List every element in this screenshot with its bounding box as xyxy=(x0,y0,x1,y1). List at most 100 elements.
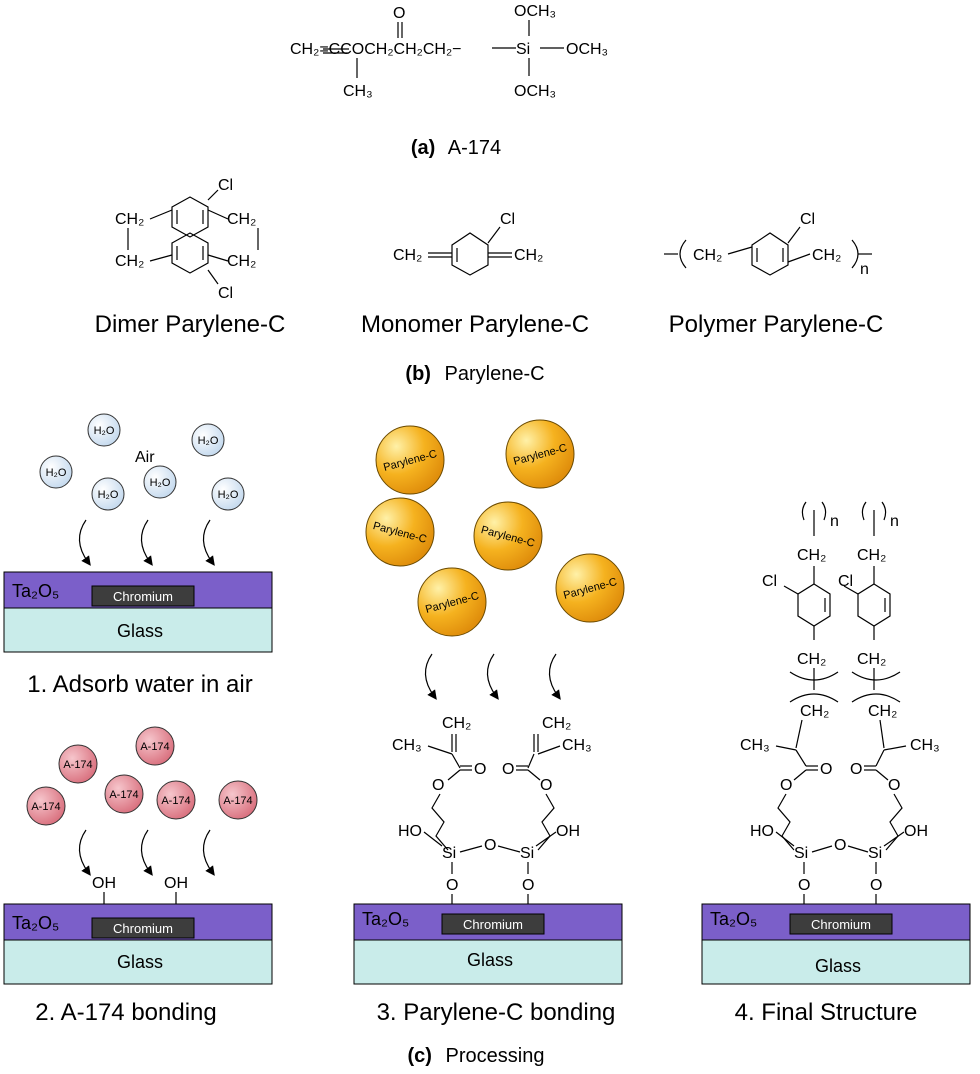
arrow-down-icon xyxy=(78,519,91,566)
a174-carbonyl-o: O xyxy=(393,5,405,22)
dimer-ch2-tl: CH₂ xyxy=(115,211,144,228)
vinyl-ch2: CH₂ xyxy=(542,715,571,732)
anchor-o: O xyxy=(870,877,882,894)
step1-panel: H₂O H₂O H₂O H₂O H₂O H₂O Air Ta₂O₅ Chromi… xyxy=(3,413,273,698)
a174-chain: CH₂=CCOCH₂CH₂CH₂− xyxy=(290,41,462,58)
methyl-ch3: CH₃ xyxy=(740,737,770,754)
parylene-molecules: Parylene-C Parylene-C Parylene-C Parylen… xyxy=(365,419,625,637)
dimer-cl-top: Cl xyxy=(218,177,233,194)
anchor-o: O xyxy=(446,877,458,894)
a174-molecule: A-174 xyxy=(161,795,190,807)
step4-panel: n n CH₂ CH₂ Cl Cl CH₂ CH₂ xyxy=(701,501,971,1026)
chlorine: Cl xyxy=(762,573,777,590)
dimer-structure: CH₂ CH₂ CH₂ CH₂ Cl Cl xyxy=(115,177,259,302)
a174-molecule: A-174 xyxy=(140,741,169,753)
bridge-o: O xyxy=(484,837,496,854)
caption-c: (c) Processing xyxy=(408,1045,545,1067)
a174-molecule: A-174 xyxy=(223,795,252,807)
monomer-structure: CH₂ CH₂ Cl xyxy=(393,211,543,276)
polymer-cl: Cl xyxy=(800,211,815,228)
arrow-down-icon xyxy=(424,653,437,700)
vinyl-ch2: CH₂ xyxy=(442,715,471,732)
ch2-link: CH₂ xyxy=(800,703,829,720)
polymer-n: n xyxy=(860,261,869,278)
water-molecule: H₂O xyxy=(150,477,171,489)
chromium-label: Chromium xyxy=(463,917,523,932)
arrow-down-icon xyxy=(486,653,499,700)
a174-molecule: A-174 xyxy=(63,759,92,771)
polymer-label: Polymer Parylene-C xyxy=(669,311,884,338)
hydroxyl: OH xyxy=(556,823,580,840)
a174-och3-bottom: OCH₃ xyxy=(514,83,556,100)
chlorine: Cl xyxy=(838,573,853,590)
carbonyl-o: O xyxy=(850,761,862,778)
ch2-top: CH₂ xyxy=(857,547,886,564)
dimer-ch2-br: CH₂ xyxy=(227,253,256,270)
water-molecule: H₂O xyxy=(198,435,219,447)
methyl-ch3: CH₃ xyxy=(392,737,422,754)
ester-o: O xyxy=(432,777,444,794)
si-atom: Si xyxy=(520,845,534,862)
anchor-o: O xyxy=(798,877,810,894)
methyl-ch3: CH₃ xyxy=(910,737,940,754)
monomer-cl: Cl xyxy=(500,211,515,228)
monomer-label: Monomer Parylene-C xyxy=(361,311,589,338)
hydroxyl: HO xyxy=(750,823,774,840)
dimer-label: Dimer Parylene-C xyxy=(95,311,286,338)
ch2-bottom: CH₂ xyxy=(857,651,886,668)
arrow-down-icon xyxy=(140,519,153,566)
step4-label: 4. Final Structure xyxy=(735,999,918,1026)
repeat-n: n xyxy=(890,513,899,530)
ch2-top: CH₂ xyxy=(797,547,826,564)
repeat-n: n xyxy=(830,513,839,530)
ch2-bottom: CH₂ xyxy=(797,651,826,668)
arrow-down-icon xyxy=(140,829,153,876)
hydroxyl: OH xyxy=(904,823,928,840)
methyl-ch3: CH₃ xyxy=(562,737,592,754)
polymer-ch2-left: CH₂ xyxy=(693,247,722,264)
ester-o: O xyxy=(540,777,552,794)
arrow-down-icon xyxy=(202,829,215,876)
ester-o: O xyxy=(780,777,792,794)
glass-label: Glass xyxy=(815,956,861,976)
chromium-label: Chromium xyxy=(811,917,871,932)
water-molecule: H₂O xyxy=(94,425,115,437)
chromium-label: Chromium xyxy=(113,921,173,936)
oxide-label: Ta₂O₅ xyxy=(12,913,59,933)
air-label: Air xyxy=(135,449,155,466)
dimer-ch2-bl: CH₂ xyxy=(115,253,144,270)
step2-panel: A-174 A-174 A-174 A-174 A-174 A-174 OH O… xyxy=(3,726,273,1026)
step3-label: 3. Parylene-C bonding xyxy=(377,999,616,1026)
monomer-ch2-left: CH₂ xyxy=(393,247,422,264)
silane-layer: CH₂ CH₃ O O CH₂ CH₃ O O HO xyxy=(392,715,592,904)
oh-group: OH xyxy=(164,875,188,892)
glass-label: Glass xyxy=(117,621,163,641)
a174-molecules: A-174 A-174 A-174 A-174 A-174 A-174 xyxy=(26,726,258,826)
dimer-ch2-tr: CH₂ xyxy=(227,211,256,228)
glass-label: Glass xyxy=(117,952,163,972)
arrow-down-icon xyxy=(548,653,561,700)
water-molecules: H₂O H₂O H₂O H₂O H₂O H₂O xyxy=(39,413,245,511)
a174-methyl: CH₃ xyxy=(343,83,373,100)
a174-molecule: A-174 xyxy=(109,789,138,801)
oh-group: OH xyxy=(92,875,116,892)
polymer-structure: CH₂ Cl CH₂ n xyxy=(664,211,872,278)
hydroxyl: HO xyxy=(398,823,422,840)
chromium-label: Chromium xyxy=(113,589,173,604)
carbonyl-o: O xyxy=(474,761,486,778)
water-molecule: H₂O xyxy=(46,467,67,479)
a174-si: Si xyxy=(516,41,530,58)
si-atom: Si xyxy=(442,845,456,862)
substrate: Ta₂O₅ Chromium Glass xyxy=(701,903,971,985)
carbonyl-o: O xyxy=(820,761,832,778)
glass-label: Glass xyxy=(467,950,513,970)
oxide-label: Ta₂O₅ xyxy=(362,909,409,929)
si-atom: Si xyxy=(794,845,808,862)
silane-layer: CH₂ CH₃ O O CH₂ CH₃ O O HO Si xyxy=(740,703,940,904)
dimer-cl-bottom: Cl xyxy=(218,285,233,302)
substrate: Ta₂O₅ Chromium Glass xyxy=(353,903,623,985)
substrate: Ta₂O₅ Chromium Glass xyxy=(3,571,273,653)
a174-och3-top: OCH₃ xyxy=(514,3,556,20)
water-molecule: H₂O xyxy=(98,489,119,501)
